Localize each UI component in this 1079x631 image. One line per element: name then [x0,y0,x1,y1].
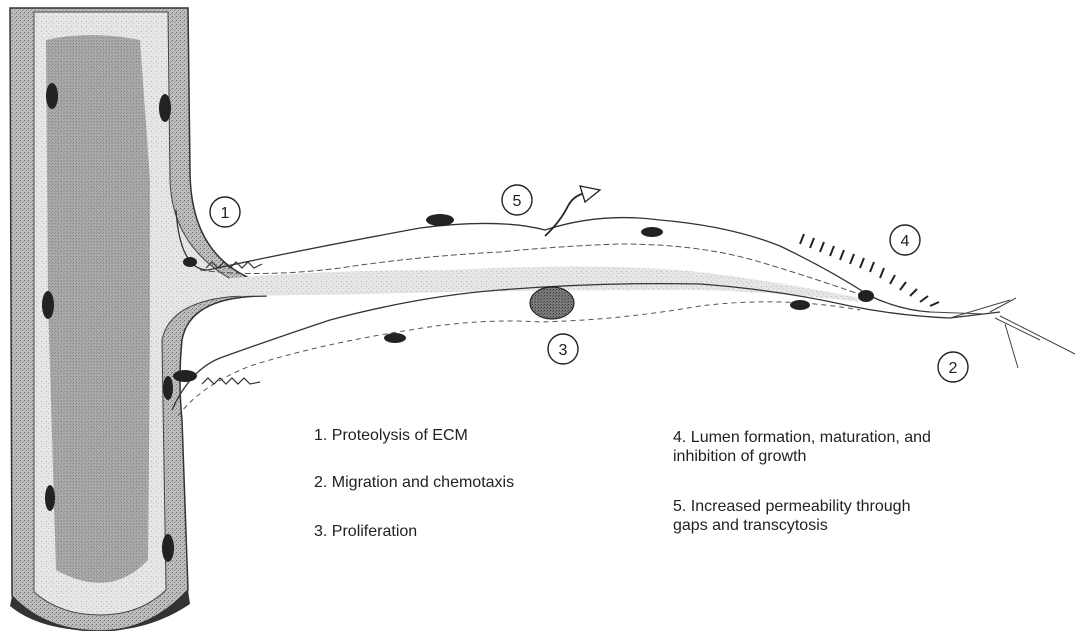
callout-4: 4 [890,225,920,255]
svg-text:2: 2 [949,360,958,377]
vessel-core [46,35,150,583]
parent-vessel [10,8,266,631]
endothelial-nucleus [45,485,55,511]
svg-text:3: 3 [559,342,568,359]
ecm-proteolysis-mark [202,378,260,384]
sprout-lumen [190,266,860,302]
sprout-nucleus [384,333,406,343]
dividing-cell [530,287,574,319]
sprout-nucleus [790,300,810,310]
sprout-nucleus [183,257,197,267]
permeability-arrowhead [580,186,600,202]
legend-item-lumen-formation: 4. Lumen formation, maturation, and inhi… [673,428,931,466]
sprout-nucleus [641,227,663,237]
callout-5: 5 [502,185,532,215]
endothelial-nucleus [46,83,58,109]
legend-item-proteolysis: 1. Proteolysis of ECM [314,426,468,445]
sprout-lower-outer [178,302,860,416]
capillary-sprout [172,186,1075,416]
legend-item-proliferation: 3. Proliferation [314,522,417,541]
sprout-lower-wall [172,284,1000,410]
callout-2: 2 [938,352,968,382]
svg-text:4: 4 [901,233,910,250]
legend-item-permeability: 5. Increased permeability through gaps a… [673,497,910,535]
endothelial-nucleus [162,534,174,562]
callout-3: 3 [548,334,578,364]
legend-item-migration: 2. Migration and chemotaxis [314,473,514,492]
sprout-nucleus [858,290,874,302]
sprout-nucleus [426,214,454,226]
sprout-nucleus [173,370,197,382]
permeability-arrow [545,192,590,236]
endothelial-nucleus [42,291,54,319]
endothelial-nucleus [159,94,171,122]
callout-1: 1 [210,197,240,227]
endothelial-nucleus [163,376,173,400]
svg-text:5: 5 [513,193,522,210]
svg-text:1: 1 [221,205,230,222]
